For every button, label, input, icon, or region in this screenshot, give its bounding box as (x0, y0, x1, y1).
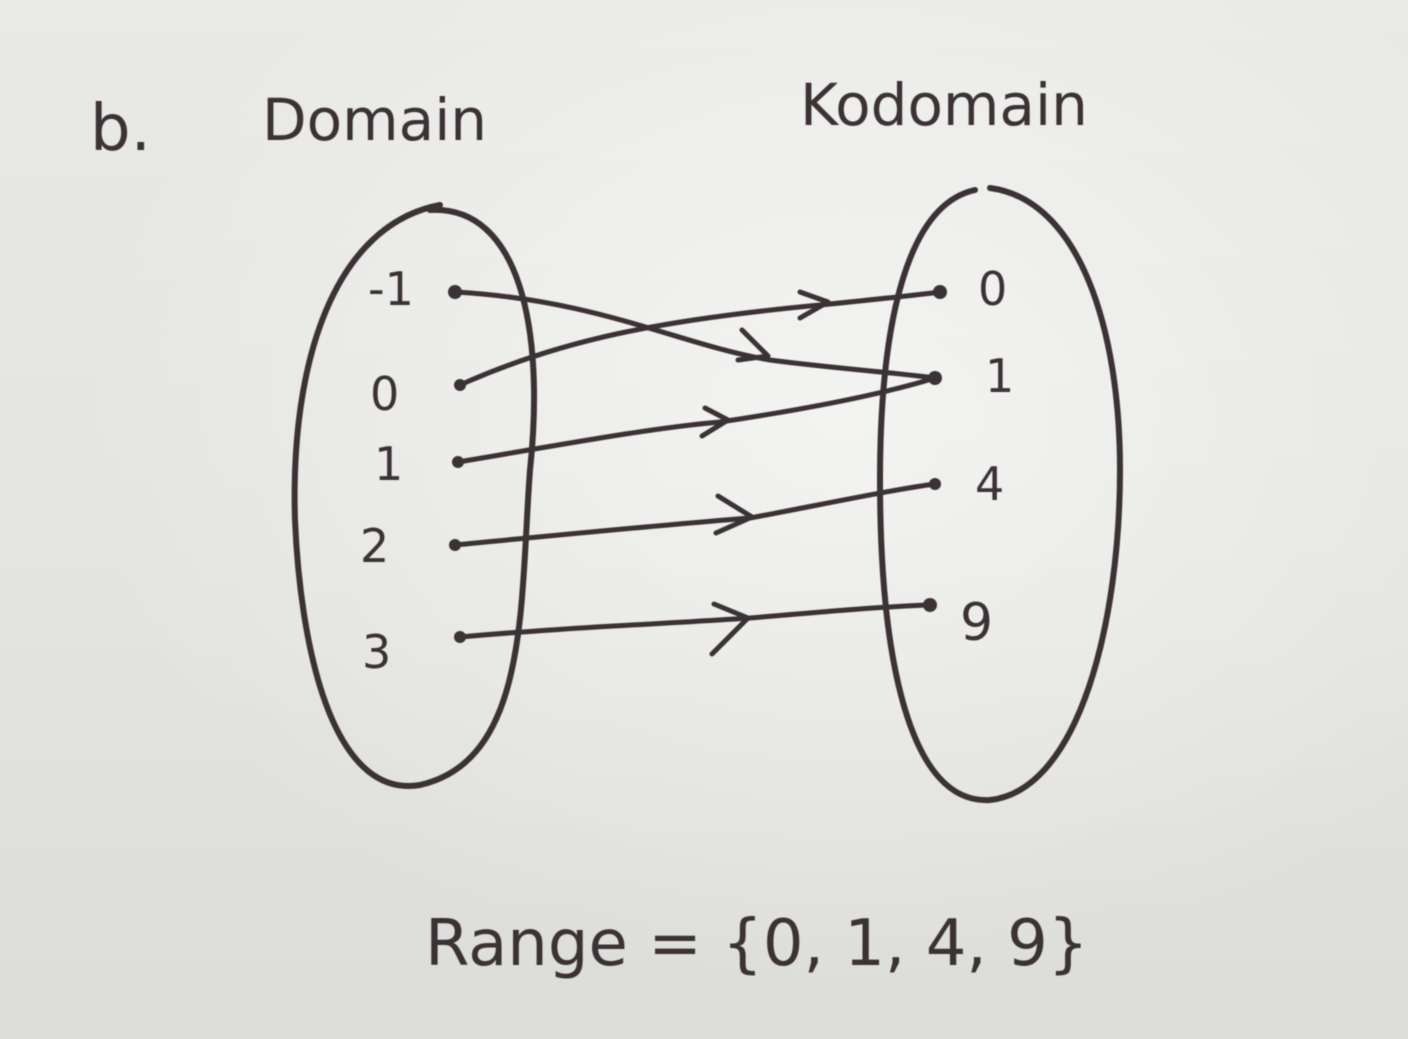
codomain-set-oval (876, 185, 1124, 804)
arrow-1-to-1 (455, 375, 938, 465)
domain-value: 0 (370, 367, 399, 421)
codomain-value: 4 (975, 457, 1004, 511)
domain-set-oval (291, 202, 538, 789)
range-statement: Range = {0, 1, 4, 9} (425, 907, 1089, 981)
arrowhead (699, 405, 731, 439)
domain-value: 3 (362, 625, 391, 679)
domain-value: -1 (368, 262, 414, 316)
codomain-value: 9 (960, 593, 993, 653)
codomain-values: 0 1 4 9 (960, 262, 1014, 653)
domain-value: 2 (360, 519, 389, 573)
mapping-arrows (452, 289, 943, 657)
arrow-2-to-4 (452, 481, 938, 548)
domain-title: Domain (262, 86, 487, 154)
codomain-title: Kodomain (800, 71, 1088, 139)
arrow-0-to-0 (457, 289, 943, 388)
arrowhead (735, 327, 771, 363)
domain-value: 1 (374, 437, 403, 491)
codomain-value: 0 (978, 262, 1007, 316)
arrowhead (713, 493, 755, 536)
codomain-value: 1 (985, 349, 1014, 403)
domain-values: -1 0 1 2 3 (360, 262, 414, 679)
codomain-points (923, 285, 947, 612)
arrowhead (709, 601, 751, 657)
arrowhead (797, 289, 831, 321)
section-label: b. (90, 92, 151, 166)
arrow-3-to-9 (457, 602, 933, 640)
arrow-neg1-to-1 (452, 289, 938, 381)
